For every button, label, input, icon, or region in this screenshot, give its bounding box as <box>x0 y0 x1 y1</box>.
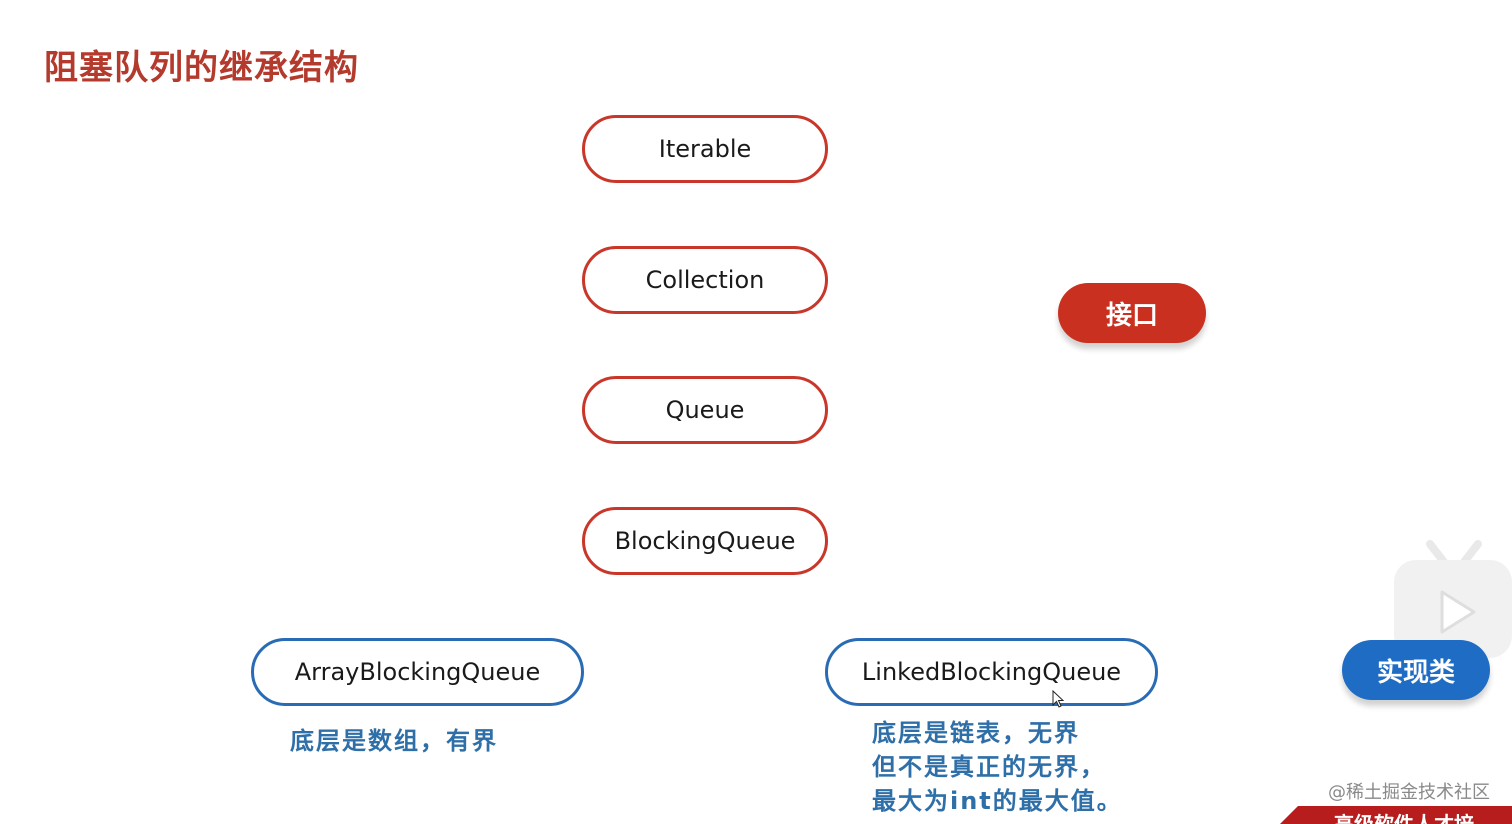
linked-queue-note-line: 底层是链表，无界 <box>872 719 1080 747</box>
bottom-banner: 高级软件人才培 <box>1280 806 1512 824</box>
watermark: @稀土掘金技术社区 <box>1328 782 1490 803</box>
bilibili-play-icon <box>1394 540 1512 658</box>
linked-queue-note-line: 但不是真正的无界， <box>872 753 1106 781</box>
legend-interface: 接口 <box>1058 283 1206 343</box>
banner-shape <box>1280 806 1512 824</box>
page-title: 阻塞队列的继承结构 <box>44 48 359 88</box>
linked-queue-note: 底层是链表，无界 但不是真正的无界， 最大为int的最大值。 <box>872 716 1123 818</box>
mouse-cursor-icon <box>1052 690 1064 708</box>
interface-node-collection: Collection <box>582 246 828 314</box>
implementation-node-linkedblockingqueue: LinkedBlockingQueue <box>825 638 1158 706</box>
linked-queue-note-line: 最大为int的最大值。 <box>872 787 1123 815</box>
implementation-node-arrayblockingqueue: ArrayBlockingQueue <box>251 638 584 706</box>
banner-text: 高级软件人才培 <box>1334 812 1474 824</box>
array-queue-note-line: 底层是数组，有界 <box>290 727 498 755</box>
array-queue-note: 底层是数组，有界 <box>290 724 498 758</box>
interface-node-blockingqueue: BlockingQueue <box>582 507 828 575</box>
interface-node-iterable: Iterable <box>582 115 828 183</box>
interface-node-queue: Queue <box>582 376 828 444</box>
legend-implementation: 实现类 <box>1342 640 1490 700</box>
